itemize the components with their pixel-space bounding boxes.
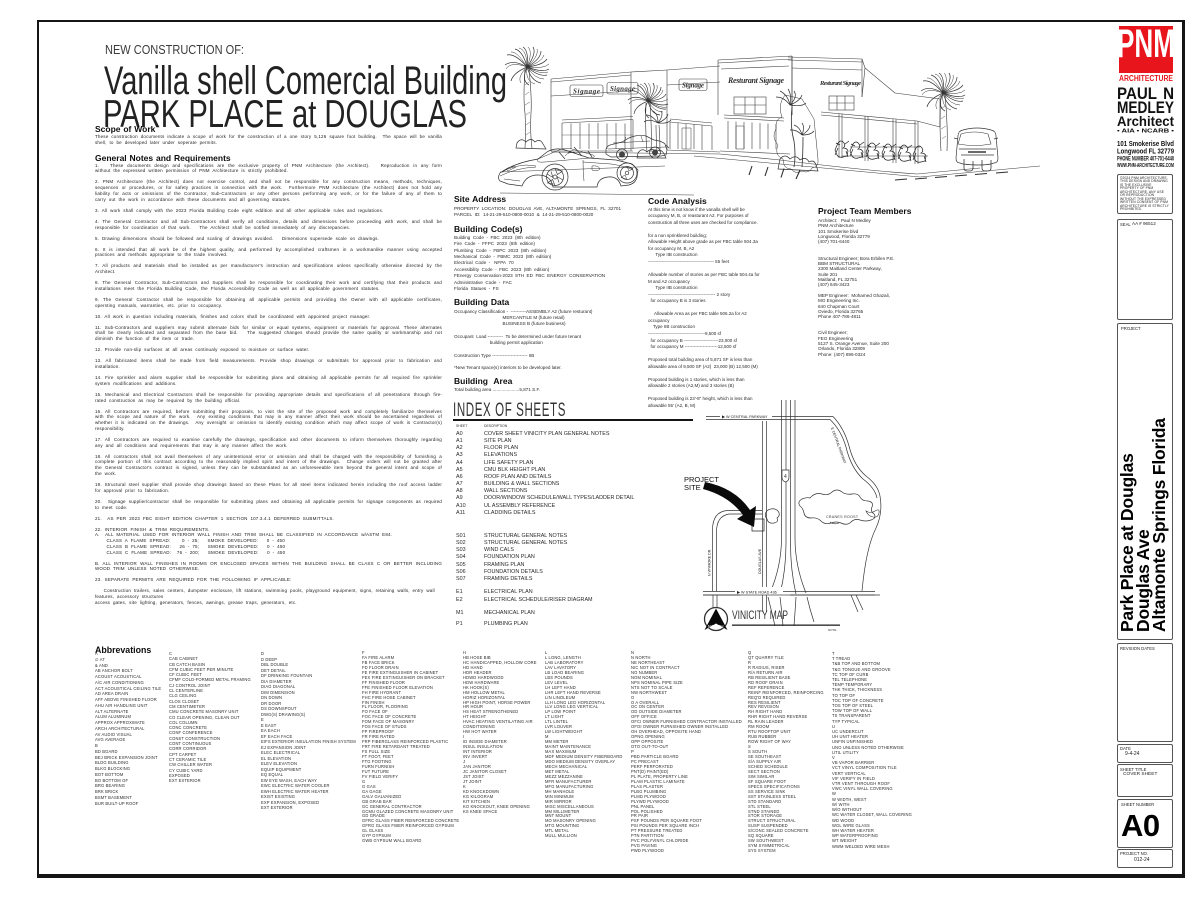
svg-text:SITE: SITE: [684, 483, 701, 492]
svg-text:Vanilla shell Comercial Buildi: Vanilla shell Comercial Building: [104, 59, 507, 103]
svg-text:▶ W CENTRAL PARKWAY: ▶ W CENTRAL PARKWAY: [722, 415, 768, 419]
svg-text:Signage: Signage: [682, 82, 704, 90]
svg-text:PAUL N: PAUL N: [1117, 86, 1174, 103]
svg-text:Architect: Architect: [1117, 113, 1174, 129]
svg-text:N WYMORE DR.: N WYMORE DR.: [708, 549, 712, 576]
svg-text:MEDLEY: MEDLEY: [1117, 98, 1175, 117]
svg-text:4: 4: [784, 474, 787, 480]
svg-text:VINICITY MAP: VINICITY MAP: [732, 610, 788, 622]
svg-text:DOUGLAS AVE: DOUGLAS AVE: [758, 548, 762, 574]
svg-text:WWW.PNM-ARCHITECTURE.COM: WWW.PNM-ARCHITECTURE.COM: [1117, 163, 1174, 169]
svg-text:E CENTRAL PARKWAY: E CENTRAL PARKWAY: [830, 427, 847, 465]
svg-text:NORTH: NORTH: [708, 624, 724, 629]
svg-text:NEW CONSTRUCTION OF:: NEW CONSTRUCTION OF:: [105, 43, 244, 57]
svg-text:PNM: PNM: [1119, 26, 1173, 66]
svg-text:CRANES ROOST: CRANES ROOST: [826, 515, 859, 519]
svg-text:• AIA • NCARB •: • AIA • NCARB •: [1117, 129, 1174, 135]
svg-text:INDEX OF SHEETS: INDEX OF SHEETS: [453, 400, 566, 421]
svg-text:Longwood FL 32779: Longwood FL 32779: [1117, 147, 1174, 156]
svg-text:Signage: Signage: [610, 85, 635, 93]
svg-text:Signage: Signage: [573, 88, 600, 96]
svg-text:PARK PLACE at DOUGLAS: PARK PLACE at DOUGLAS: [103, 93, 467, 134]
svg-text:Resturant Signage: Resturant Signage: [819, 80, 861, 87]
svg-text:PROJECT: PROJECT: [684, 475, 719, 484]
svg-text:Resturant Signage: Resturant Signage: [727, 76, 784, 85]
svg-text:▶ W STATE ROAD 436: ▶ W STATE ROAD 436: [737, 591, 777, 595]
svg-text:PHONE NUMBER 407-701-6440: PHONE NUMBER 407-701-6440: [1117, 156, 1174, 163]
svg-text:ARCHITECTURE: ARCHITECTURE: [1119, 74, 1173, 83]
svg-text:NOTE: NOTE: [828, 628, 836, 632]
svg-text:101 Smokerise Blvd: 101 Smokerise Blvd: [1117, 139, 1174, 148]
